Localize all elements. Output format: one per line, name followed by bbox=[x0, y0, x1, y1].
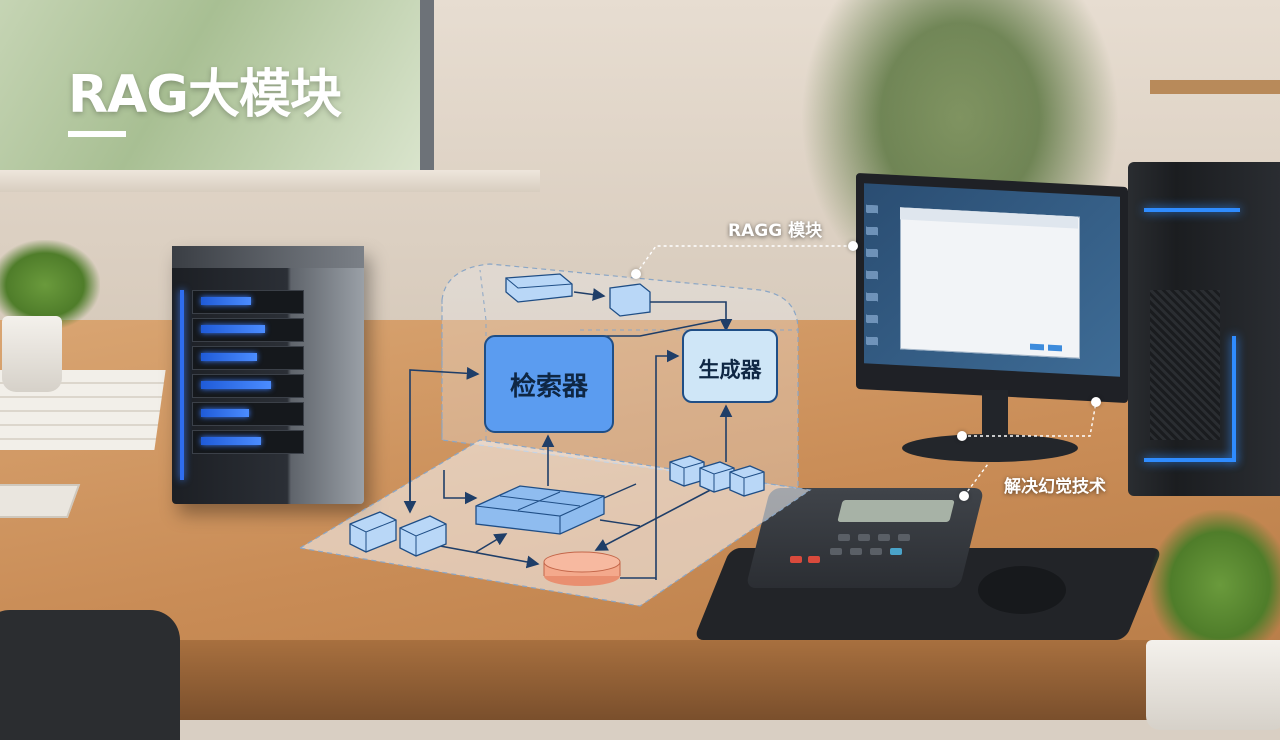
calculator-key bbox=[850, 548, 862, 555]
rag-diagram bbox=[298, 245, 1097, 607]
server-unit bbox=[192, 346, 304, 370]
calculator-key bbox=[878, 534, 890, 541]
calculator-key bbox=[838, 534, 850, 541]
wall-shelf bbox=[1150, 80, 1280, 94]
callout-dot bbox=[631, 269, 641, 279]
office-chair bbox=[0, 610, 180, 740]
database-disk bbox=[543, 551, 621, 586]
callout-dot bbox=[848, 241, 858, 251]
server-top bbox=[172, 246, 364, 268]
left-plant-pot bbox=[2, 316, 62, 392]
server-unit bbox=[192, 318, 304, 342]
top-block-small bbox=[609, 283, 651, 317]
right-block-3 bbox=[729, 465, 765, 497]
retriever-label: 检索器 bbox=[509, 372, 588, 402]
calculator-key bbox=[830, 548, 842, 555]
calculator-key bbox=[858, 534, 870, 541]
top-block-large bbox=[505, 273, 573, 303]
callout-dot bbox=[959, 491, 969, 501]
calculator-key bbox=[870, 548, 882, 555]
central-data-block bbox=[475, 485, 605, 535]
calculator-key bbox=[808, 556, 820, 563]
retriever-box bbox=[484, 335, 614, 433]
server-light-strip bbox=[180, 290, 184, 480]
left-plant-leaves bbox=[0, 240, 100, 330]
arrow-to-generator bbox=[655, 349, 680, 580]
callout-line-monitor bbox=[962, 401, 1097, 437]
pc-led-strip bbox=[1144, 208, 1240, 212]
generator-box bbox=[682, 329, 778, 403]
server-unit bbox=[192, 374, 304, 398]
calculator-key bbox=[898, 534, 910, 541]
monitor-stand-base bbox=[902, 434, 1078, 462]
left-block-2 bbox=[399, 515, 447, 557]
calculator-key bbox=[790, 556, 802, 563]
callout-dot bbox=[957, 431, 967, 441]
window-sill bbox=[0, 170, 540, 192]
page-title: RAG大模块 bbox=[68, 65, 342, 125]
callout-dot bbox=[1091, 397, 1101, 407]
right-block-1 bbox=[669, 455, 705, 487]
hallucination-annotation: 解决幻觉技术 bbox=[1004, 477, 1106, 497]
computer-mouse bbox=[978, 566, 1066, 614]
title-underline bbox=[68, 131, 126, 137]
pc-led-strip bbox=[1144, 458, 1236, 462]
calculator-key bbox=[890, 548, 902, 555]
server-unit bbox=[192, 290, 304, 314]
window bbox=[0, 0, 434, 188]
desk-edge bbox=[0, 640, 1280, 720]
callout-line-rag bbox=[635, 245, 852, 275]
right-block-2 bbox=[699, 461, 735, 493]
monitor-stand-neck bbox=[982, 390, 1008, 440]
left-block-1 bbox=[349, 511, 397, 553]
callout-line-hallucination bbox=[963, 463, 989, 497]
generator-label: 生成器 bbox=[698, 358, 762, 382]
server-unit bbox=[192, 402, 304, 426]
rag-module-annotation: RAGG 模块 bbox=[728, 221, 823, 241]
pc-tower-mesh bbox=[1150, 290, 1220, 440]
pc-led-strip bbox=[1232, 336, 1236, 462]
right-plant-leaves bbox=[1150, 510, 1280, 660]
server-unit bbox=[192, 430, 304, 454]
right-plant-pot bbox=[1146, 640, 1280, 730]
